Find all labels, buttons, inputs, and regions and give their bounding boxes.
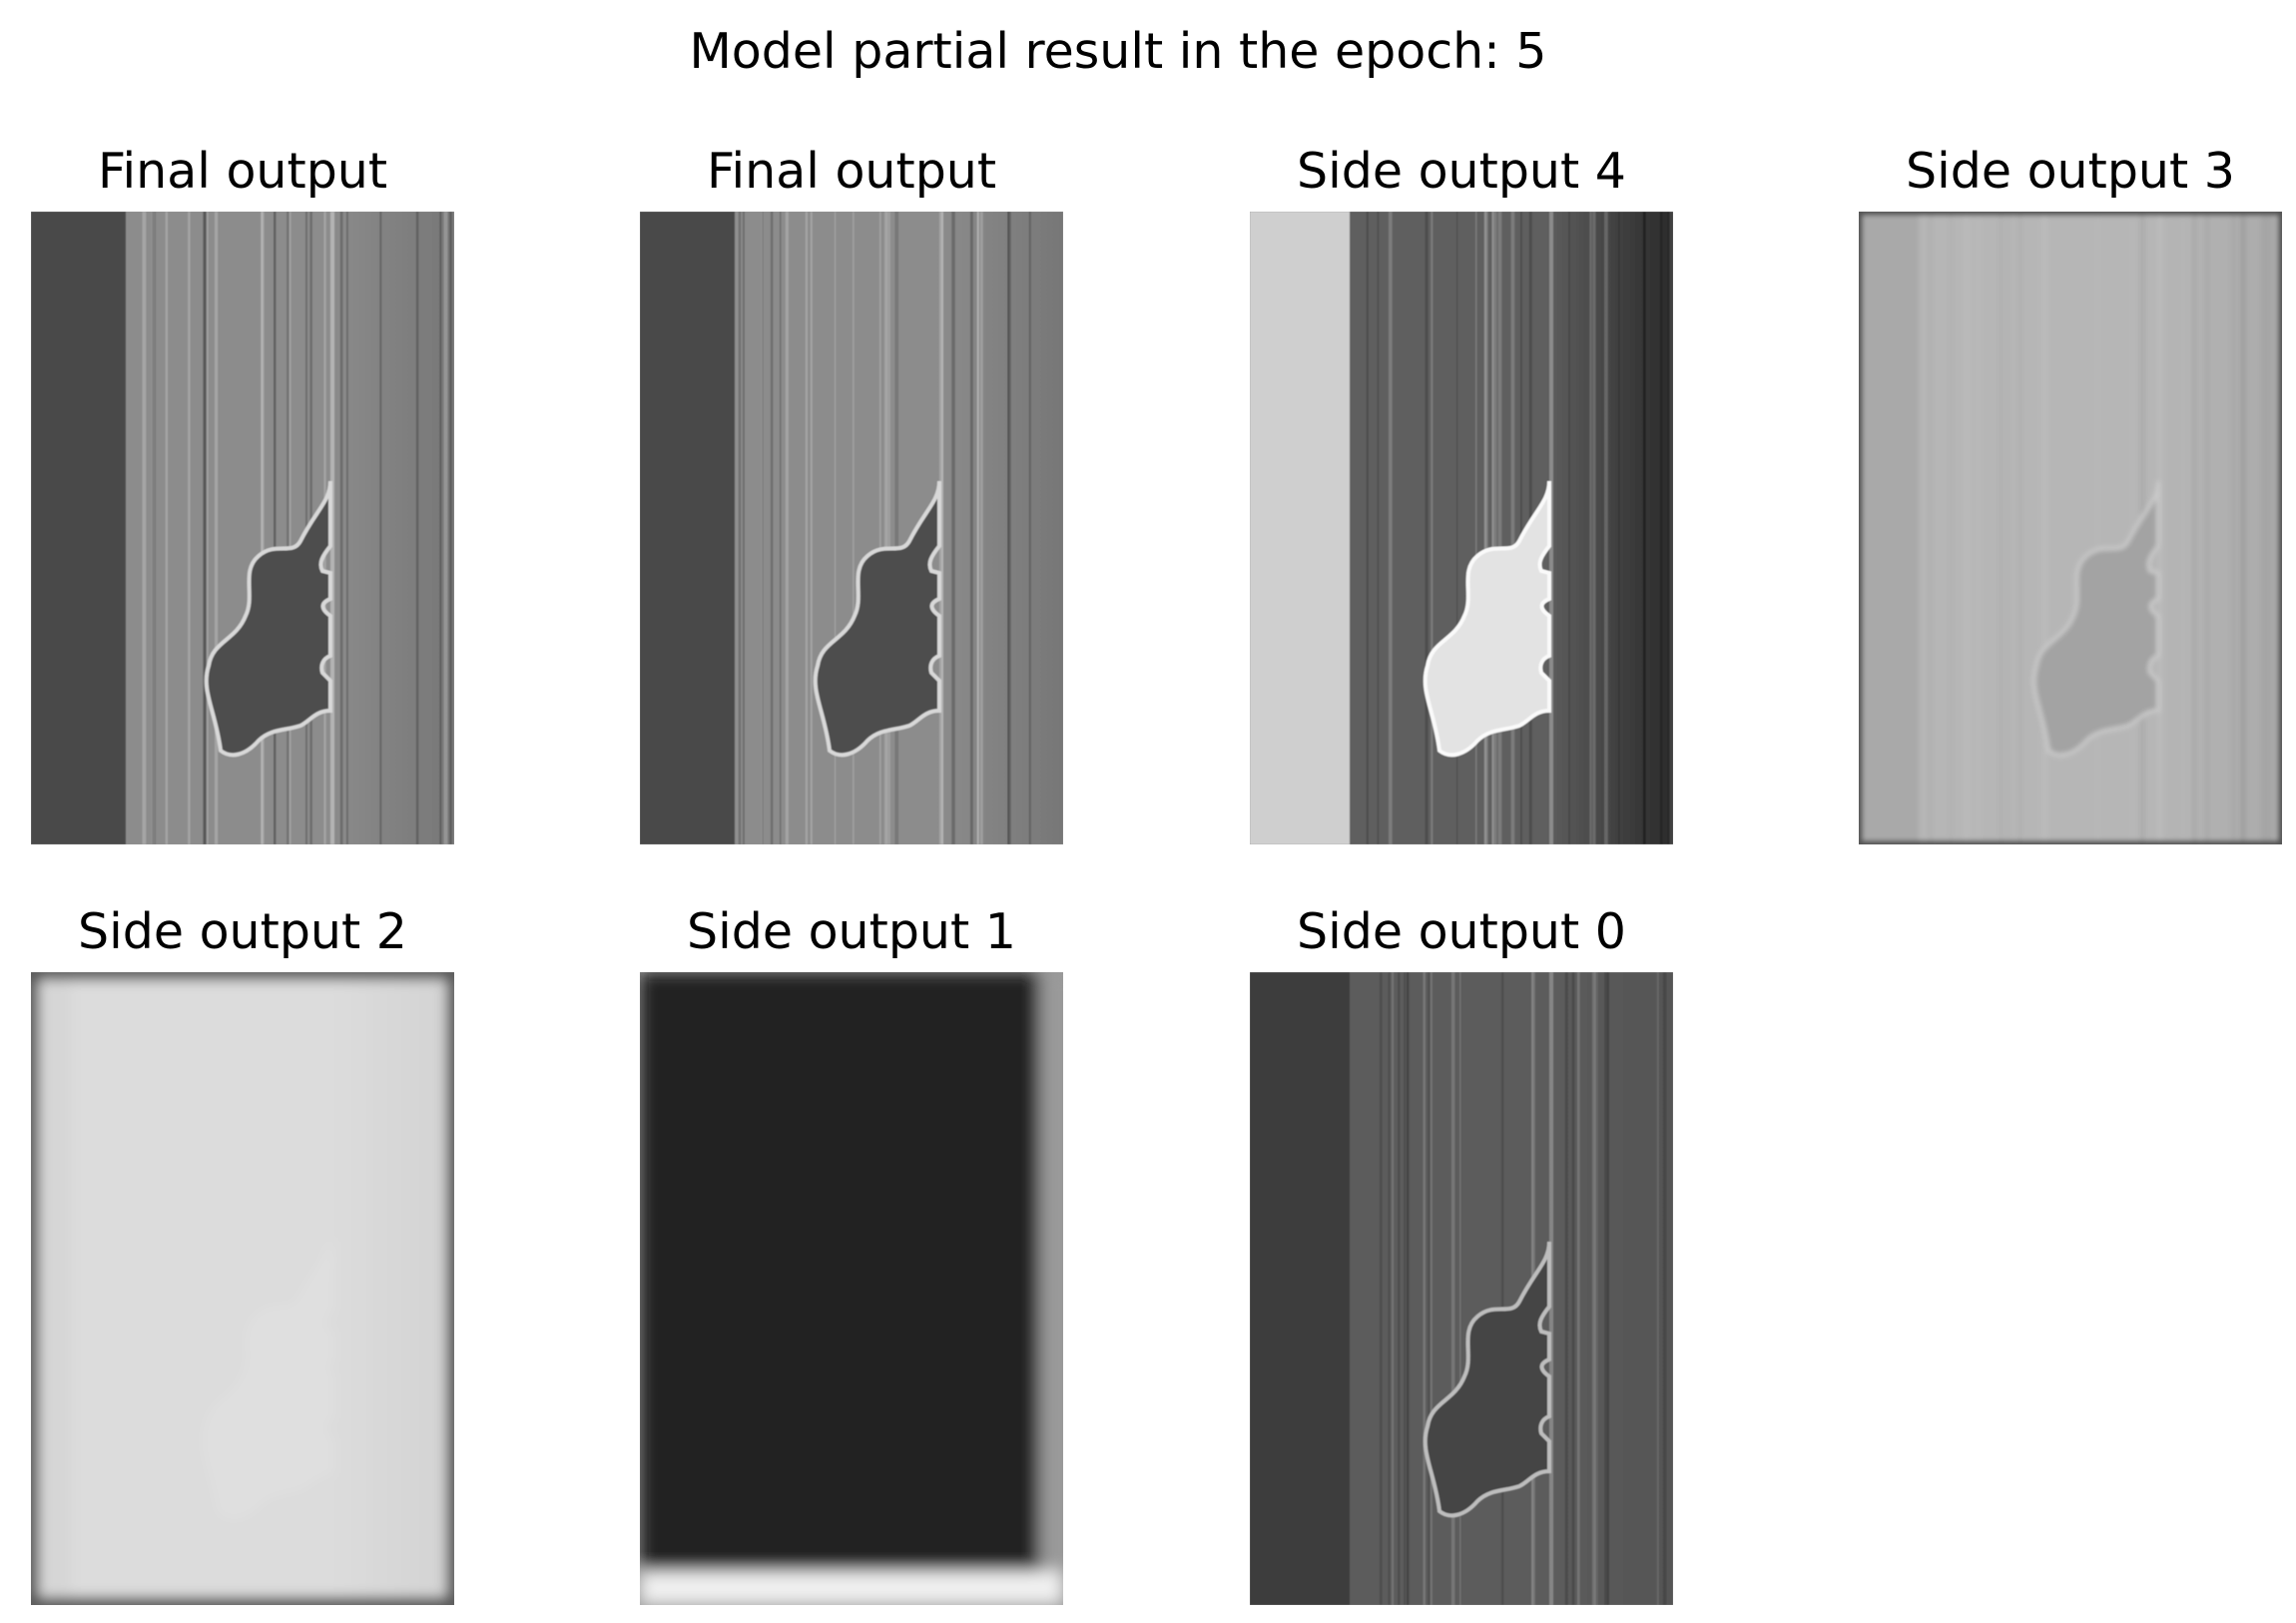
output-image xyxy=(31,212,454,844)
output-image-canvas xyxy=(640,972,1063,1605)
panel-title: Final output xyxy=(706,143,997,200)
output-image-canvas xyxy=(31,972,454,1605)
panel-title: Side output 3 xyxy=(1906,143,2235,200)
output-image xyxy=(1859,212,2282,844)
output-image-canvas xyxy=(1859,212,2282,844)
output-image xyxy=(1250,212,1673,844)
panel-title: Side output 2 xyxy=(78,903,407,960)
figure-title: Model partial result in the epoch: 5 xyxy=(689,23,1547,80)
output-image xyxy=(31,972,454,1605)
output-image xyxy=(1250,972,1673,1605)
output-image xyxy=(640,972,1063,1605)
panel-title: Final output xyxy=(97,143,388,200)
output-image-canvas xyxy=(640,212,1063,844)
panel-title: Side output 1 xyxy=(687,903,1016,960)
panel-title: Side output 0 xyxy=(1297,903,1626,960)
output-image-canvas xyxy=(1250,972,1673,1605)
output-image-canvas xyxy=(1250,212,1673,844)
output-image-canvas xyxy=(31,212,454,844)
panel-title: Side output 4 xyxy=(1297,143,1626,200)
output-image xyxy=(640,212,1063,844)
